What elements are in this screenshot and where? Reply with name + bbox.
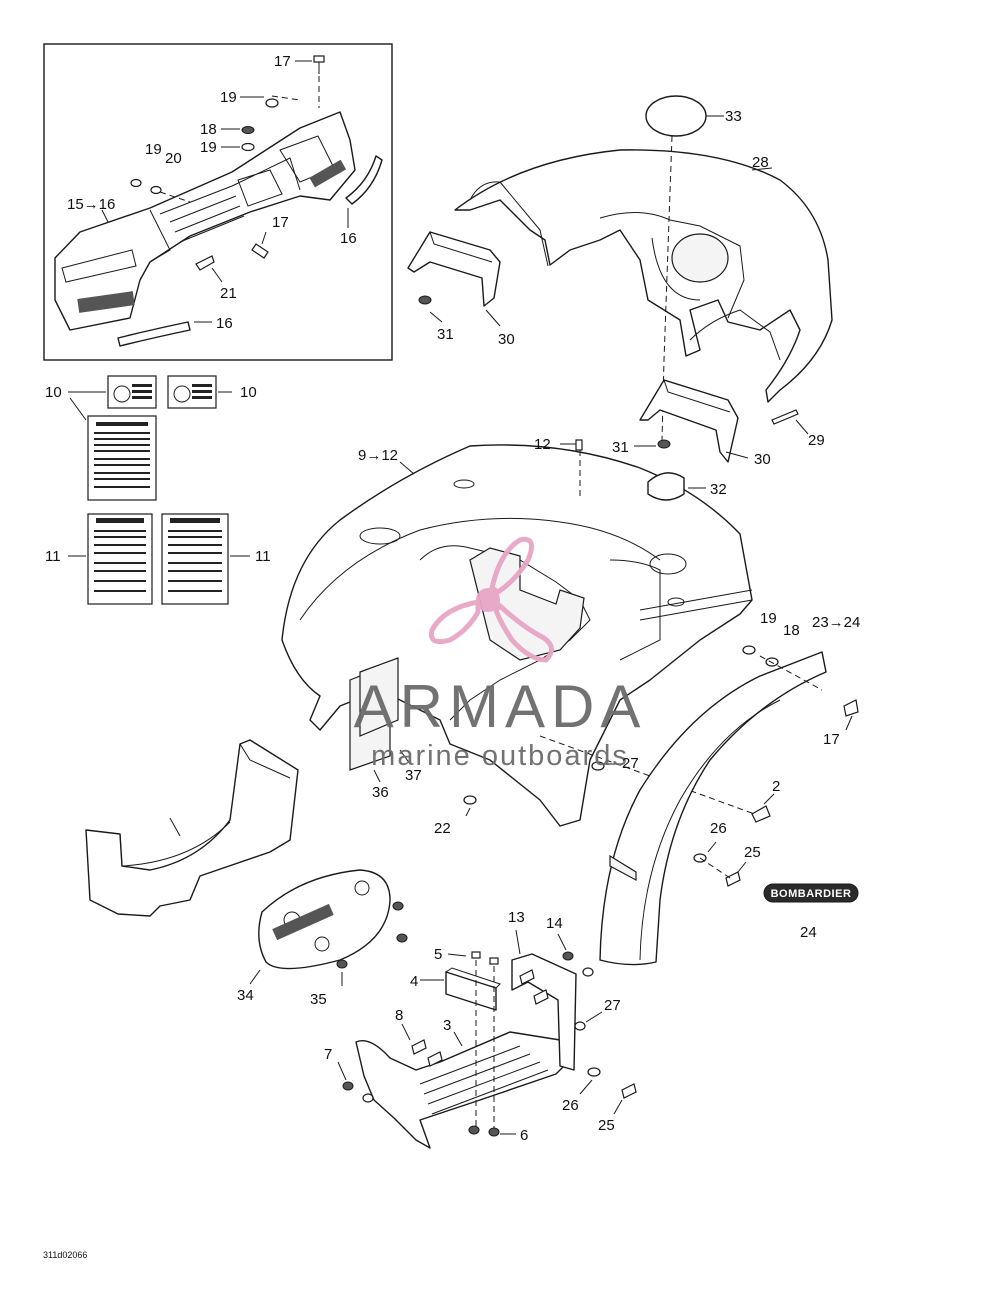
callout-17: 17: [823, 731, 840, 748]
callout-2: 2: [772, 778, 780, 795]
callout-28: 28: [752, 154, 769, 171]
side-fender-23: BOMBARDIER: [599, 645, 859, 966]
callout-31: 31: [437, 326, 454, 343]
front-fender-9: [281, 439, 761, 827]
inset-front-grille: [43, 43, 393, 361]
footrest-3: [337, 929, 637, 1149]
side-shield-1: [85, 739, 299, 917]
callout-4: 4: [410, 973, 418, 990]
callout-14: 14: [546, 915, 563, 932]
cap-33: [645, 95, 707, 137]
callout-24: 24: [800, 924, 817, 941]
callout-17: 17: [272, 214, 289, 231]
callout-19: 19: [760, 610, 777, 627]
callout-15-16: 15→16: [67, 196, 115, 213]
callout-9-12: 9→12: [358, 447, 398, 464]
callout-17: 17: [274, 53, 291, 70]
warning-decals: [68, 375, 250, 605]
callout-19: 19: [220, 89, 237, 106]
brand-badge-text: BOMBARDIER: [771, 888, 852, 900]
rack-brackets-30: [407, 231, 749, 463]
callout-35: 35: [310, 991, 327, 1008]
callout-23-24: 23→24: [812, 614, 860, 631]
callout-29: 29: [808, 432, 825, 449]
callout-33: 33: [725, 108, 742, 125]
callout-18: 18: [200, 121, 217, 138]
callout-32: 32: [710, 481, 727, 498]
callout-11: 11: [255, 548, 271, 565]
decal-11-left: [87, 513, 153, 605]
watermark-title: ARMADA: [354, 673, 647, 740]
rear-fender-28: [454, 95, 833, 441]
callout-16: 16: [216, 315, 233, 332]
callout-3: 3: [443, 1017, 451, 1034]
callout-11: 11: [45, 548, 61, 565]
callout-22: 22: [434, 820, 451, 837]
callout-20: 20: [165, 150, 182, 167]
oval-panel-34: [249, 869, 408, 986]
callout-25: 25: [744, 844, 761, 861]
clip-29: [771, 409, 799, 425]
callout-21: 21: [220, 285, 237, 302]
callout-7: 7: [324, 1046, 332, 1063]
callout-19: 19: [200, 139, 217, 156]
brand-badge-24: [763, 883, 859, 903]
decal-11-right: [161, 513, 229, 605]
screw-2: [751, 805, 771, 823]
callout-12: 12: [534, 436, 551, 453]
callout-26: 26: [562, 1097, 579, 1114]
watermark-subtitle: marine outboards: [371, 740, 629, 772]
callout-10: 10: [45, 384, 62, 401]
cap-32: [647, 472, 685, 501]
callout-5: 5: [434, 946, 442, 963]
callout-16: 16: [340, 230, 357, 247]
nut-31-right: [657, 439, 671, 449]
callout-labels: 17 19 18 19 19 20 15→16 17 16 21 16 33 2…: [45, 53, 860, 1144]
bracket-13: [511, 953, 577, 1071]
callout-30: 30: [498, 331, 515, 348]
callout-37: 37: [405, 767, 422, 784]
callout-19: 19: [145, 141, 162, 158]
callout-31: 31: [612, 439, 629, 456]
callout-30: 30: [754, 451, 771, 468]
drawing-code: 311d02066: [43, 1250, 87, 1260]
propeller-logo-icon: [428, 536, 554, 663]
callout-27: 27: [604, 997, 621, 1014]
plate-4: [445, 971, 497, 1011]
callout-26: 26: [710, 820, 727, 837]
callout-34: 34: [237, 987, 254, 1004]
callout-27: 27: [622, 755, 639, 772]
callout-8: 8: [395, 1007, 403, 1024]
callout-10: 10: [240, 384, 257, 401]
callout-36: 36: [372, 784, 389, 801]
callout-25: 25: [598, 1117, 615, 1134]
callout-6: 6: [520, 1127, 528, 1144]
callout-18: 18: [783, 622, 800, 639]
callout-13: 13: [508, 909, 525, 926]
nut-31-left: [418, 295, 432, 305]
armada-watermark: ARMADA marine outboards: [354, 536, 647, 772]
